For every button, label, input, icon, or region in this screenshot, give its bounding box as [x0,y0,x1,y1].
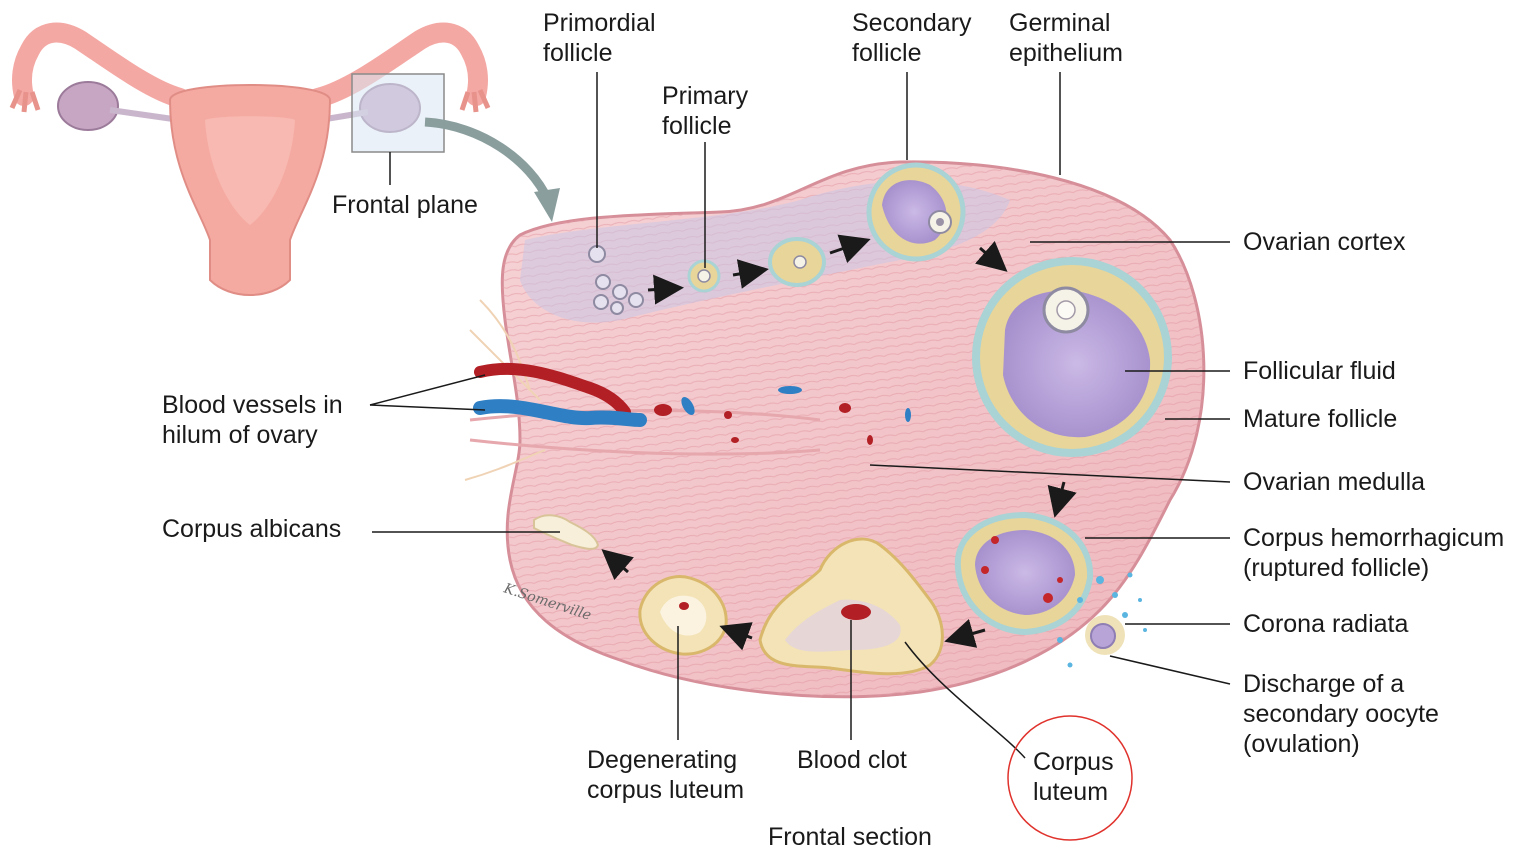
label-corpus-albicans: Corpus albicans [162,514,341,544]
blood-clot [841,604,871,620]
primary-follicle [689,261,719,291]
label-secondary-follicle: Secondary follicle [852,8,972,68]
label-corpus-luteum: Corpus luteum [1033,747,1114,807]
label-follicular-fluid: Follicular fluid [1243,356,1396,386]
label-discharge-of-oocyte: Discharge of a secondary oocyte (ovulati… [1243,669,1439,759]
growing-follicle [770,239,824,285]
label-ovarian-medulla: Ovarian medulla [1243,467,1425,497]
corpus-hemorrhagicum [958,515,1090,632]
fimbriae-right [462,90,488,112]
secondary-oocyte [1091,624,1115,648]
label-primary-follicle: Primary follicle [662,81,748,141]
uterus-inset [12,33,560,295]
inset-ovary-left [58,82,118,130]
label-frontal-section: Frontal section [768,822,932,852]
label-corpus-hemorrhagicum: Corpus hemorrhagicum (ruptured follicle) [1243,523,1504,583]
fimbriae-left [12,90,38,112]
label-blood-clot: Blood clot [797,745,907,775]
secondary-follicle [869,165,963,259]
label-degenerating-corpus-luteum: Degenerating corpus luteum [587,745,744,805]
label-mature-follicle: Mature follicle [1243,404,1397,434]
label-corona-radiata: Corona radiata [1243,609,1408,639]
label-primordial-follicle: Primordial follicle [543,8,656,68]
label-germinal-epithelium: Germinal epithelium [1009,8,1123,68]
frontal-plane-box [352,74,444,152]
label-frontal-plane: Frontal plane [332,190,478,220]
mature-follicle [976,261,1168,453]
label-ovarian-cortex: Ovarian cortex [1243,227,1406,257]
label-blood-vessels: Blood vessels in hilum of ovary [162,390,343,450]
